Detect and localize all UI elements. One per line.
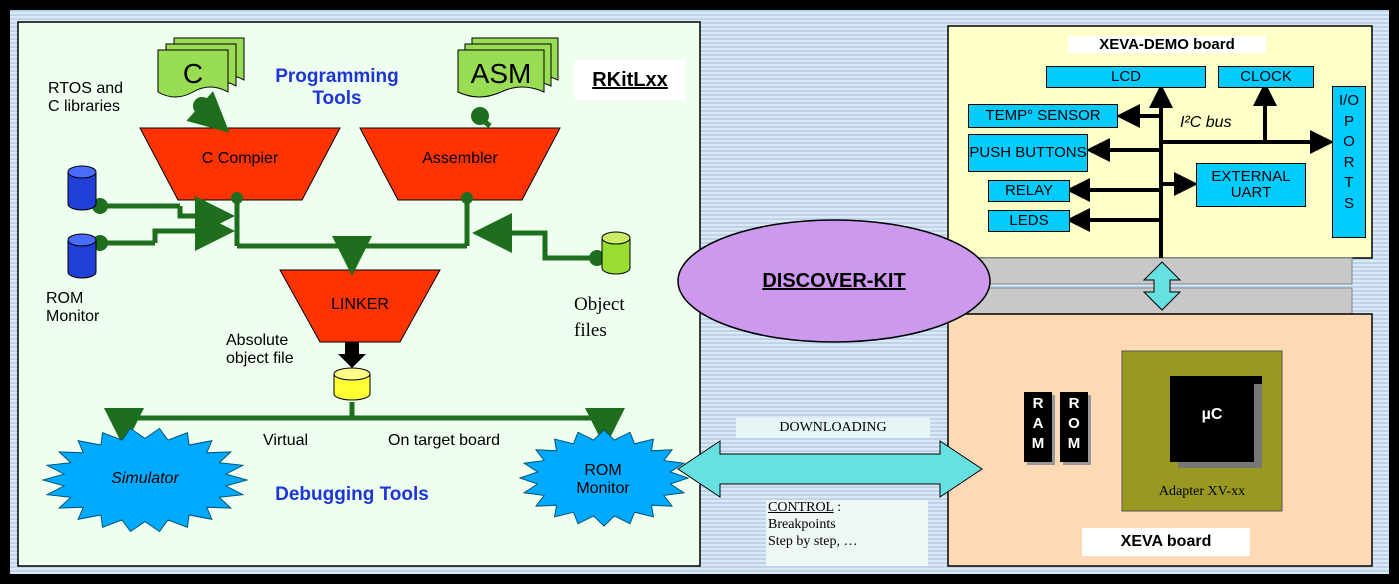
linker-label: LINKER bbox=[331, 296, 389, 313]
discover-kit-ellipse bbox=[677, 219, 991, 343]
virtual-label: Virtual bbox=[263, 432, 309, 449]
rom-letter: M bbox=[1067, 435, 1081, 452]
rkit-label: RKitLxx bbox=[574, 60, 686, 100]
control-label: CONTROL bbox=[768, 500, 834, 515]
rom-chip: R O M bbox=[1060, 392, 1088, 462]
c-source-document-icon bbox=[157, 37, 245, 98]
rtos-label: RTOS and C libraries bbox=[48, 80, 124, 116]
programming-tools-title: Programming Tools bbox=[275, 66, 399, 109]
absolute-object-file-icon bbox=[333, 367, 371, 401]
temp-sensor-box: TEMP° SENSOR bbox=[968, 104, 1118, 128]
debugging-tools-title: Debugging Tools bbox=[275, 484, 429, 505]
adapter-label: Adapter XV-xx bbox=[1158, 484, 1246, 499]
push-buttons-box: PUSH BUTTONS bbox=[968, 134, 1088, 172]
simulator-starburst bbox=[41, 427, 249, 533]
on-target-label: On target board bbox=[388, 432, 501, 449]
lcd-box: LCD bbox=[1046, 66, 1206, 88]
control-note: CONTROL : Breakpoints Step by step, … bbox=[766, 500, 928, 566]
io-ports-letter: O bbox=[1343, 133, 1355, 150]
asm-doc-label: ASM bbox=[470, 58, 532, 89]
external-uart-box: EXTERNAL UART bbox=[1196, 163, 1306, 207]
ram-letter: M bbox=[1031, 435, 1045, 452]
ram-letter: R bbox=[1032, 395, 1044, 412]
io-ports-letter: R bbox=[1343, 153, 1355, 171]
rtos-library-database-icon bbox=[67, 165, 97, 211]
xeva-board-title: XEVA board bbox=[1082, 528, 1250, 556]
ram-chip: R A M bbox=[1024, 392, 1052, 462]
clock-box: CLOCK bbox=[1218, 66, 1314, 88]
discover-kit-label: DISCOVER-KIT bbox=[762, 270, 906, 292]
io-ports-letter: S bbox=[1343, 194, 1354, 212]
board-connector-arrow bbox=[1142, 261, 1182, 311]
io-ports-letter: I/O bbox=[1338, 92, 1359, 109]
rom-letter: R bbox=[1068, 395, 1080, 412]
c-compiler-funnel bbox=[139, 127, 341, 201]
rom-letter: O bbox=[1068, 415, 1080, 432]
io-ports-box: I/O P O R T S bbox=[1332, 86, 1366, 238]
rom-monitor-database-icon bbox=[67, 233, 97, 279]
step-label: Step by step, … bbox=[768, 533, 858, 549]
linker-output-arrow-icon bbox=[338, 342, 366, 368]
download-control-arrow bbox=[677, 440, 983, 498]
leds-box: LEDS bbox=[988, 210, 1070, 232]
io-ports-letter: T bbox=[1344, 174, 1354, 191]
breakpoints-label: Breakpoints bbox=[768, 516, 836, 532]
object-files-database-icon bbox=[601, 231, 631, 275]
simulator-label: Simulator bbox=[111, 470, 179, 487]
assembler-funnel bbox=[359, 127, 561, 201]
c-doc-label: C bbox=[182, 58, 204, 89]
xeva-demo-title: XEVA-DEMO board bbox=[1068, 36, 1266, 54]
absolute-object-file-label: Absolute object file bbox=[226, 332, 294, 368]
assembler-label: Assembler bbox=[422, 150, 498, 167]
downloading-label-bg bbox=[736, 418, 930, 438]
downloading-label: DOWNLOADING bbox=[779, 420, 887, 435]
relay-box: RELAY bbox=[988, 180, 1070, 202]
ram-letter: A bbox=[1032, 415, 1044, 432]
microcontroller-chip bbox=[1170, 376, 1262, 462]
asm-source-document-icon bbox=[457, 37, 559, 98]
rom-monitor-db-label: ROM Monitor bbox=[46, 290, 100, 326]
i2c-bus-label: I²C bus bbox=[1180, 114, 1232, 131]
object-files-label: Object files bbox=[574, 294, 625, 341]
rom-monitor-starburst bbox=[518, 429, 690, 527]
io-ports-letter: P bbox=[1343, 112, 1354, 130]
uc-label: µC bbox=[1201, 406, 1223, 423]
rom-monitor-label: ROM Monitor bbox=[576, 462, 630, 498]
linker-funnel bbox=[279, 269, 441, 343]
c-compiler-label: C Compier bbox=[201, 150, 279, 167]
control-separator: : bbox=[833, 500, 841, 515]
